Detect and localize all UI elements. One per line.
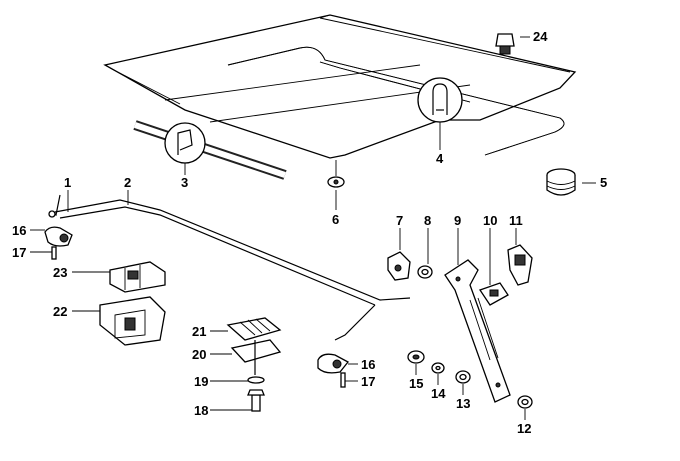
washer-8 (417, 265, 433, 279)
clip-6 (327, 160, 345, 188)
lever-1 (48, 194, 61, 218)
callout-16-left: 16 (12, 223, 27, 238)
callout-11: 11 (509, 213, 523, 228)
callout-18: 18 (194, 403, 209, 418)
callout-19: 19 (194, 374, 209, 389)
washer-14 (431, 362, 445, 374)
bolt-18 (247, 389, 265, 412)
callout-7: 7 (396, 213, 404, 228)
leader-lines (30, 36, 596, 420)
callout-13: 13 (456, 396, 471, 411)
stay-bar-9 (444, 259, 511, 403)
seal-section-magnifier-4 (417, 77, 463, 123)
buffer-24 (495, 33, 515, 55)
handle-16-left (44, 226, 73, 247)
callout-3: 3 (181, 175, 189, 190)
callout-2: 2 (124, 175, 132, 190)
callout-15: 15 (409, 376, 424, 391)
pin-17-left (51, 246, 57, 260)
callout-14: 14 (431, 386, 446, 401)
washer-12 (517, 395, 533, 409)
callout-17-left: 17 (12, 245, 27, 260)
callout-22: 22 (53, 304, 68, 319)
plate-20 (230, 339, 282, 375)
bracket-10 (478, 282, 509, 306)
catch-7 (387, 251, 411, 281)
callout-17-right: 17 (361, 374, 376, 389)
callout-1: 1 (64, 175, 72, 190)
washer-19 (247, 376, 265, 384)
callout-24: 24 (533, 29, 548, 44)
callout-5: 5 (600, 175, 608, 190)
callout-21: 21 (192, 324, 207, 339)
bracket-23 (109, 261, 166, 293)
callout-16-right: 16 (361, 357, 376, 372)
handle-16-right (317, 353, 349, 374)
release-cable-2 (54, 199, 411, 341)
nut-15 (407, 350, 425, 364)
callout-20: 20 (192, 347, 207, 362)
callout-12: 12 (517, 421, 532, 436)
seal-strip-3 (133, 120, 287, 180)
callout-23: 23 (53, 265, 68, 280)
callout-6: 6 (332, 212, 340, 227)
rubber-stop-5 (546, 168, 576, 196)
cover-22 (99, 296, 166, 346)
latch-21 (226, 317, 282, 341)
callout-4: 4 (436, 151, 444, 166)
pin-17-right (340, 372, 346, 388)
callout-10: 10 (483, 213, 498, 228)
callout-9: 9 (454, 213, 462, 228)
callout-8: 8 (424, 213, 432, 228)
clip-11 (507, 244, 533, 286)
washer-13 (455, 370, 471, 384)
